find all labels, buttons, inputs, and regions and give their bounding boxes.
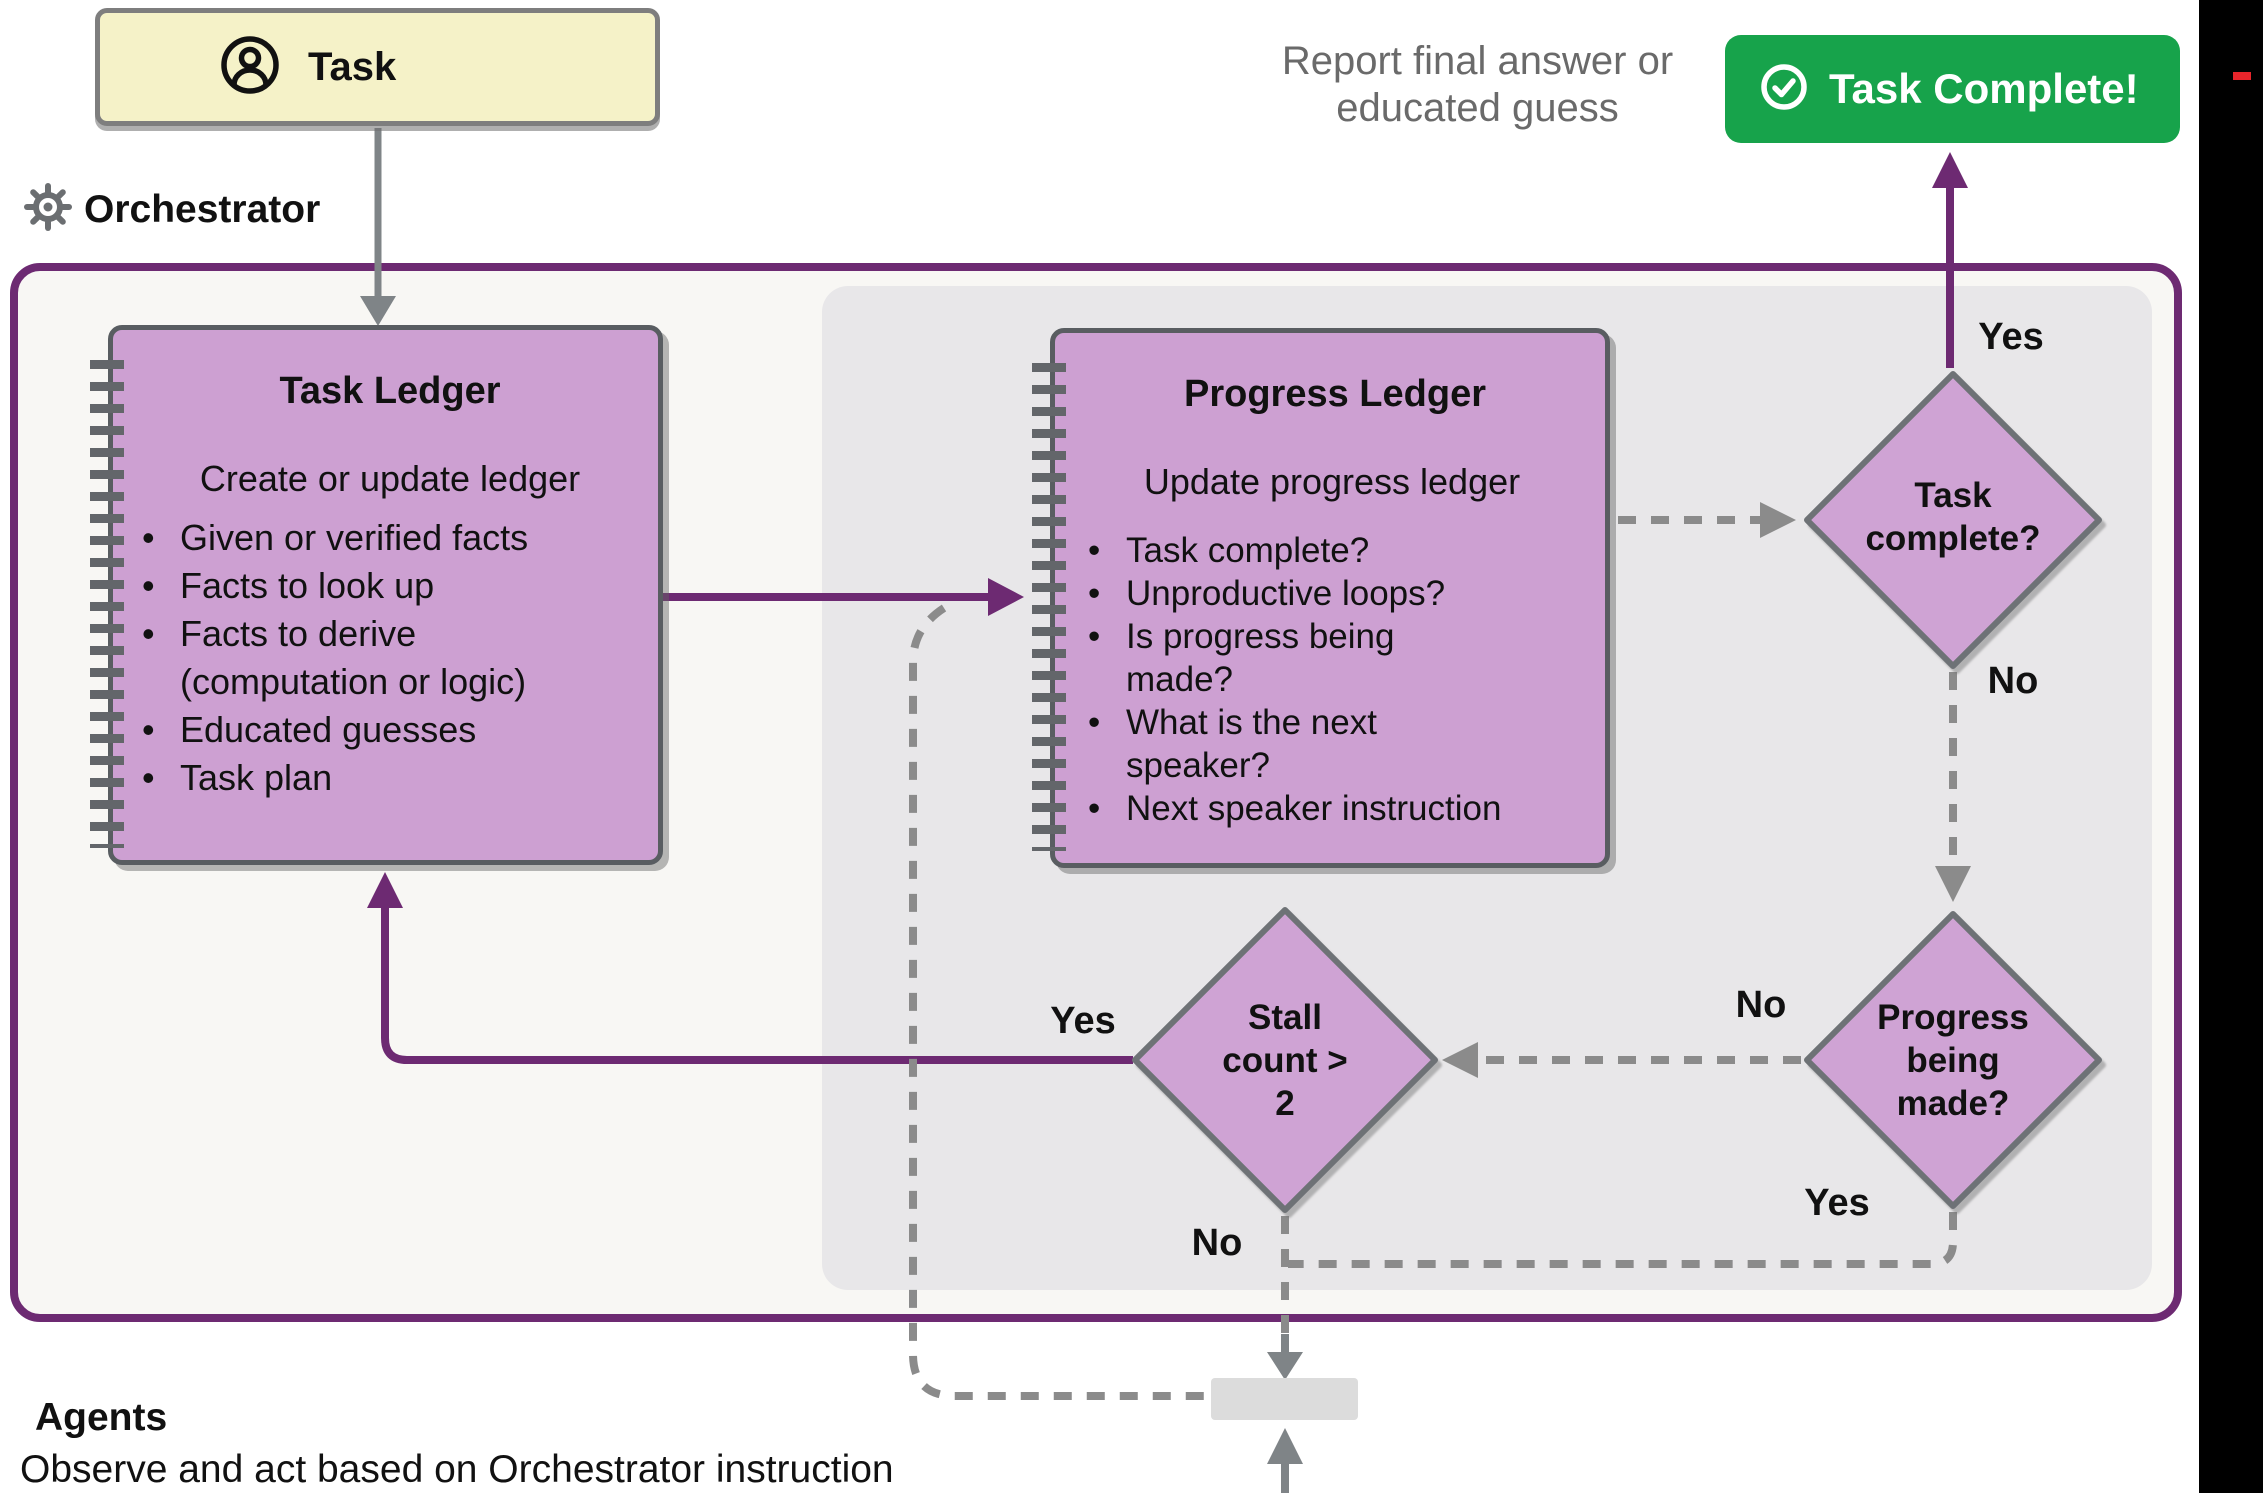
- agents-node-partial: [1211, 1378, 1358, 1420]
- decision-stall-count: [1132, 907, 1438, 1213]
- task-ledger-subtitle: Create or update ledger: [199, 458, 581, 499]
- task-node-label: Task: [308, 44, 397, 89]
- arrow-progressledger-to-taskcomplete: [1618, 502, 1796, 538]
- ledger-item: •Next speaker instruction: [1088, 789, 1502, 828]
- progress-ledger-subtitle: Update progress ledger: [1143, 461, 1521, 502]
- arrow-progress-no-to-stall: [1442, 1042, 1801, 1078]
- decision-progress-label: Progress being made?: [1877, 998, 2029, 1123]
- task-ledger-list: •Given or verified facts •Facts to look u…: [142, 514, 652, 802]
- task-ledger-node: [108, 325, 663, 865]
- label-no-stall: No: [1191, 1222, 1243, 1264]
- ledger-item: •Is progress being: [1088, 617, 1395, 656]
- arrow-stall-yes-to-taskledger: [367, 872, 1133, 1064]
- ledger-item: •Unproductive loops?: [1088, 574, 1446, 613]
- progress-ledger-title: Progress Ledger: [1184, 373, 1486, 415]
- arrow-taskcomplete-no: [1935, 672, 1971, 902]
- agents-subtitle: Observe and act based on Orchestrator in…: [20, 1448, 894, 1491]
- ledger-item: •Facts to derive: [142, 613, 417, 654]
- decision-task-complete: [1804, 371, 2102, 669]
- arrow-taskcomplete-yes: [1932, 152, 1968, 368]
- task-ledger-spiral-binding: [90, 360, 124, 848]
- wire-agents-feedback: [909, 604, 1206, 1400]
- ledger-item: •Task complete?: [1088, 531, 1370, 570]
- ledger-item: •Educated guesses: [142, 709, 477, 750]
- right-black-band: [2199, 0, 2263, 1493]
- ledger-item: speaker?: [1126, 746, 1270, 785]
- label-yes-progress: Yes: [1804, 1182, 1870, 1224]
- ledger-item: •Task plan: [142, 757, 333, 798]
- red-cursor-artifact: [2233, 72, 2251, 80]
- user-icon: [218, 33, 282, 102]
- ledger-item: •Facts to look up: [142, 565, 435, 606]
- ledger-item: •Given or verified facts: [142, 517, 529, 558]
- ledger-item: made?: [1126, 660, 1234, 699]
- task-ledger-title: Task Ledger: [279, 370, 501, 412]
- orchestrator-label-text: Orchestrator: [84, 187, 321, 231]
- ledger-item: •What is the next: [1088, 703, 1377, 742]
- arrow-taskledger-to-progressledger: [663, 578, 1024, 616]
- label-yes-stall: Yes: [1050, 1000, 1116, 1042]
- arrow-task-to-orchestrator: [360, 128, 396, 326]
- orchestrator-label: Orchestrator: [24, 183, 320, 236]
- ledger-item: (computation or logic): [180, 661, 527, 702]
- arrow-agents-up: [1267, 1428, 1303, 1493]
- task-complete-badge: Task Complete!: [1725, 35, 2180, 143]
- task-complete-badge-label: Task Complete!: [1829, 65, 2139, 112]
- wire-progress-yes-loop: [1288, 1212, 1957, 1268]
- progress-ledger-node: [1050, 328, 1610, 868]
- decision-task-complete-label: Task complete?: [1865, 476, 2041, 558]
- check-circle-icon: [1759, 62, 1809, 117]
- progress-ledger-spiral-binding: [1032, 363, 1066, 851]
- label-no-progress: No: [1735, 984, 1787, 1026]
- task-node: Task: [95, 8, 660, 126]
- arrow-into-agents: [1267, 1334, 1303, 1380]
- report-note: Report final answer or educated guess: [1281, 39, 1674, 130]
- label-yes-task-complete: Yes: [1978, 316, 2044, 358]
- label-no-task-complete: No: [1987, 660, 2039, 702]
- progress-ledger-list: •Task complete? •Unproductive loops? •Is p…: [1088, 529, 1608, 830]
- decision-stall-label: Stall count > 2: [1222, 998, 1348, 1123]
- agents-title: Agents: [35, 1396, 168, 1439]
- gear-icon: [24, 183, 72, 236]
- decision-progress-being-made: [1804, 911, 2102, 1209]
